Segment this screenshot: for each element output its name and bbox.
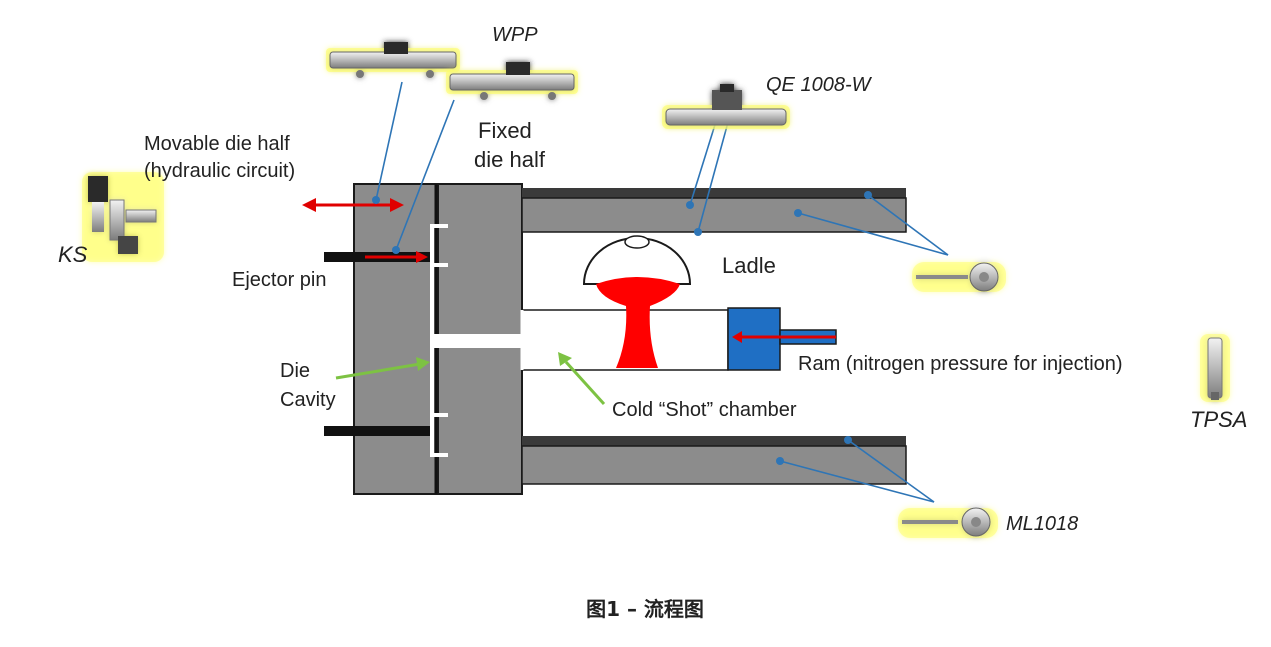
movable-die-half bbox=[353, 183, 439, 495]
ladle-label: Ladle bbox=[722, 253, 776, 278]
ram-label: Ram (nitrogen pressure for injection) bbox=[798, 353, 1123, 375]
tpsa-label: TPSA bbox=[1190, 407, 1247, 432]
molten-metal bbox=[596, 277, 680, 368]
die-cavity-label-line1: Die bbox=[280, 360, 310, 382]
wpp-label: WPP bbox=[492, 24, 538, 46]
ejector-pins bbox=[324, 251, 430, 436]
temperature-probe-icon bbox=[912, 262, 1006, 292]
ejector-pin-label: Ejector pin bbox=[232, 269, 327, 291]
ks-label: KS bbox=[58, 242, 88, 267]
ram bbox=[727, 307, 837, 371]
temperature-probe-icon bbox=[898, 507, 998, 538]
linear-position-transducer-icon bbox=[446, 62, 578, 100]
linear-position-transducer-icon bbox=[326, 42, 460, 78]
green-pointers bbox=[335, 352, 606, 406]
position-sensor-rod-icon bbox=[662, 84, 790, 129]
figure-caption: 图1 – 流程图 bbox=[586, 597, 704, 621]
movable-die-label-line1: Movable die half bbox=[144, 133, 290, 155]
movable-die-label-line2: (hydraulic circuit) bbox=[144, 160, 295, 182]
leader-lines bbox=[372, 81, 949, 503]
ladle bbox=[582, 235, 692, 368]
upper-platen bbox=[521, 188, 907, 233]
movable-direction-arrow bbox=[302, 198, 404, 212]
fixed-die-label-line1: Fixed bbox=[478, 118, 532, 143]
die-cavity bbox=[430, 224, 524, 457]
shot-chamber-label: Cold “Shot” chamber bbox=[612, 399, 797, 421]
qe-label: QE 1008-W bbox=[766, 74, 873, 96]
fixed-die-label-line2: die half bbox=[474, 147, 546, 172]
die-cavity-label-line2: Cavity bbox=[280, 389, 336, 411]
pressure-sensor-icon bbox=[82, 172, 164, 262]
pressure-transmitter-icon bbox=[1200, 334, 1230, 402]
ml-label: ML1018 bbox=[1006, 513, 1078, 535]
